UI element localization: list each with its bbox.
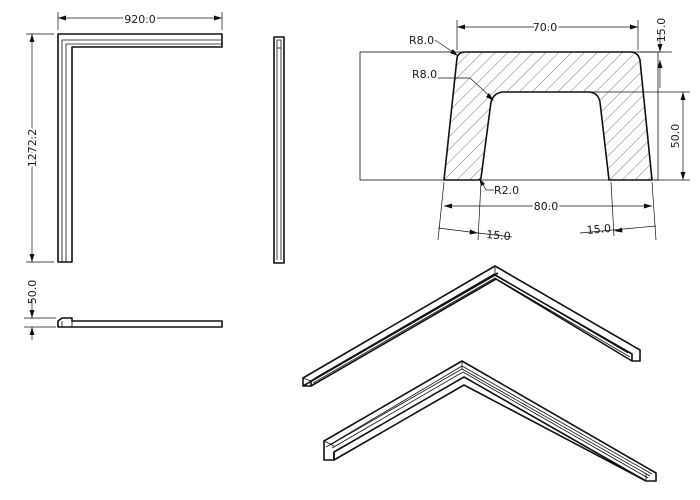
- isometric-view-top: [302, 265, 641, 387]
- section-left-wall-dimension: 15.0: [437, 181, 513, 243]
- section-left-wall-label: 15.0: [486, 228, 512, 243]
- section-foot-radius-callout: R2.0: [479, 178, 519, 197]
- front-height-dimension: 1272.2: [24, 33, 54, 263]
- section-bottom-width-label: 80.0: [534, 200, 559, 213]
- section-top-width-label: 70.0: [533, 21, 558, 34]
- front-width-dimension: 920.0: [57, 11, 223, 30]
- section-inner-radius-label: R8.0: [412, 68, 437, 81]
- section-right-wall-dimension: 15.0: [579, 181, 657, 237]
- section-inner-radius-callout: R8.0: [412, 68, 494, 101]
- section-outer-radius-callout: R8.0: [409, 34, 458, 56]
- isometric-view-bottom: [323, 360, 657, 482]
- bottom-height-dimension: 50.0: [24, 280, 56, 340]
- section-height-dimension: 50.0: [640, 91, 690, 181]
- side-view-outline: [273, 36, 285, 264]
- section-top-width-dimension: 70.0: [456, 19, 639, 50]
- front-width-label: 920.0: [124, 13, 156, 26]
- front-view-inner-edge: [61, 39, 222, 262]
- side-view: [273, 36, 285, 264]
- section-top-offset-label: 15.0: [655, 18, 668, 43]
- section-right-wall-label: 15.0: [586, 222, 612, 237]
- section-top-offset-dimension: 15.0: [640, 18, 672, 88]
- front-view-outline: [57, 33, 223, 263]
- bottom-view: 50.0: [24, 280, 223, 340]
- section-bottom-width-dimension: 80.0: [437, 181, 657, 241]
- bottom-view-outline: [57, 317, 223, 328]
- bottom-height-label: 50.0: [26, 280, 39, 305]
- section-height-label: 50.0: [669, 124, 682, 149]
- front-view: 920.0 1272.2: [24, 11, 223, 263]
- section-profile: [443, 51, 653, 181]
- front-height-label: 1272.2: [26, 129, 39, 168]
- section-outer-radius-label: R8.0: [409, 34, 434, 47]
- section-foot-radius-label: R2.0: [494, 184, 519, 197]
- section-view: 70.0 15.0 50.0 80.0: [359, 18, 690, 243]
